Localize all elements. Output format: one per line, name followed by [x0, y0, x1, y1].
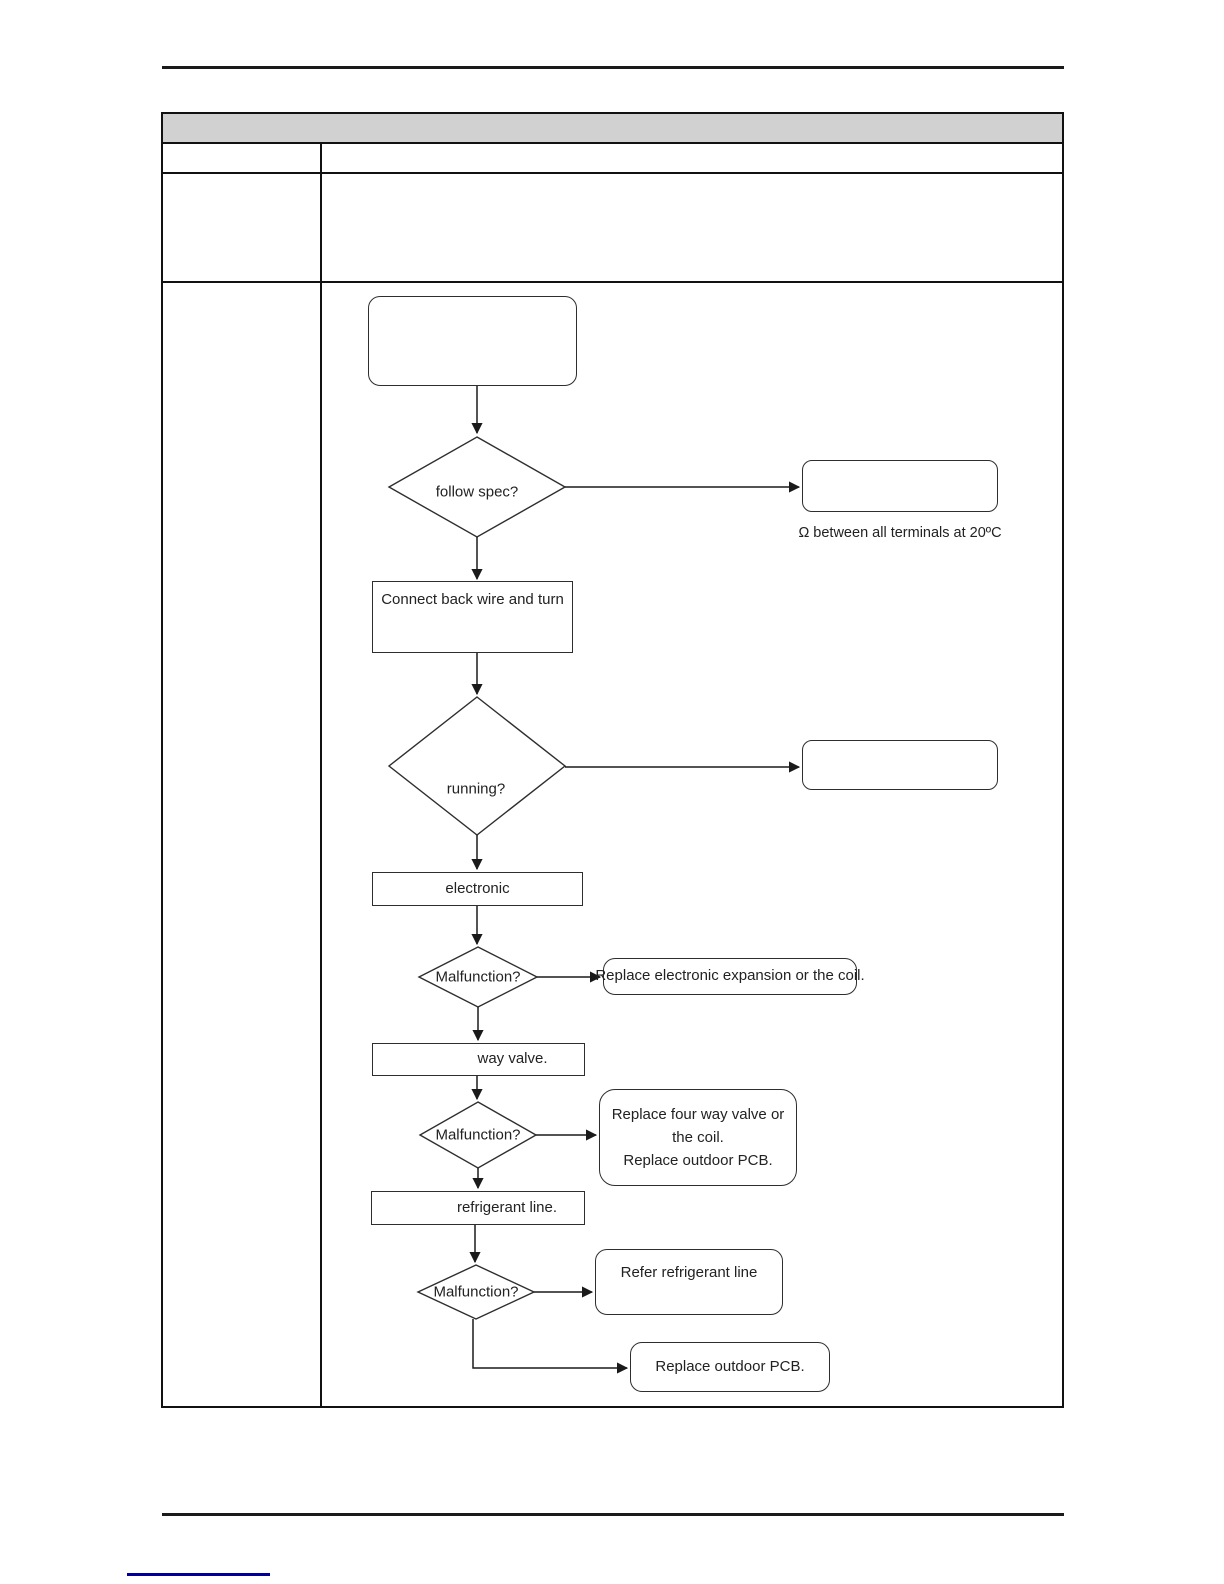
action-refer-refrigerant-line: Refer refrigerant line: [595, 1249, 783, 1315]
resistance-note: Ω between all terminals at 20ºC: [798, 525, 1002, 541]
process-way-valve: way valve.: [372, 1043, 585, 1076]
action-replace-outdoor-pcb: Replace outdoor PCB.: [630, 1342, 830, 1392]
top-page-rule: [162, 66, 1064, 69]
decision-label-malfunction-2: Malfunction?: [435, 1126, 521, 1144]
table-row-divider: [163, 281, 1062, 283]
running-result-box: [802, 740, 998, 790]
decision-label-malfunction-3: Malfunction?: [433, 1283, 519, 1301]
decision-label-follow-spec: follow spec?: [435, 483, 519, 501]
spec-result-box: [802, 460, 998, 512]
action-replace-expansion: Replace electronic expansion or the coil…: [595, 958, 865, 995]
decision-diamond: [387, 696, 567, 836]
decision-label-malfunction-1: Malfunction?: [435, 968, 521, 986]
process-electronic: electronic: [372, 872, 583, 906]
process-refrigerant-line: refrigerant line.: [371, 1191, 585, 1225]
table-header-bar: [163, 114, 1062, 144]
footer-link[interactable]: [127, 1573, 270, 1576]
action-replace-four-way-valve: Replace four way valve or the coil. Repl…: [599, 1089, 797, 1186]
process-connect-back-wire: Connect back wire and turn: [372, 581, 573, 653]
troubleshooting-table: [161, 112, 1064, 1408]
start-box: [368, 296, 577, 386]
table-row-divider: [163, 172, 1062, 174]
decision-label-running: running?: [446, 780, 506, 798]
table-column-divider: [320, 144, 322, 1406]
bottom-page-rule: [162, 1513, 1064, 1516]
decision-diamond: [416, 1264, 536, 1320]
